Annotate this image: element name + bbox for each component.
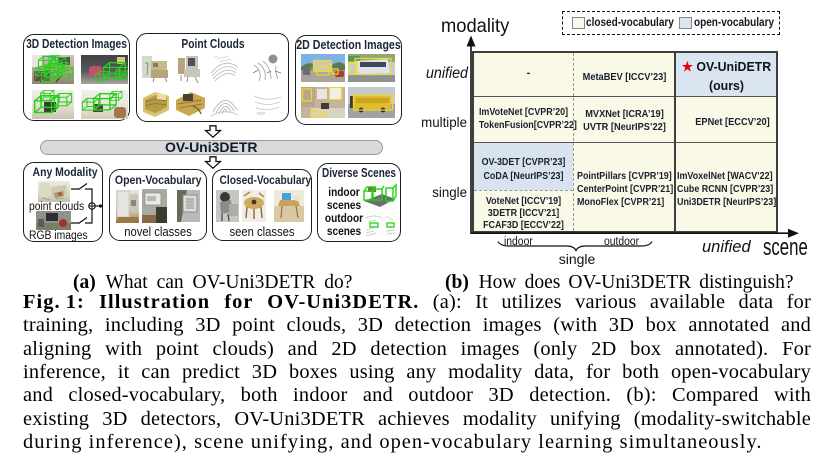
svg-text:nor: nor xyxy=(257,111,266,117)
svg-text:'''''': '''''' xyxy=(214,56,218,60)
